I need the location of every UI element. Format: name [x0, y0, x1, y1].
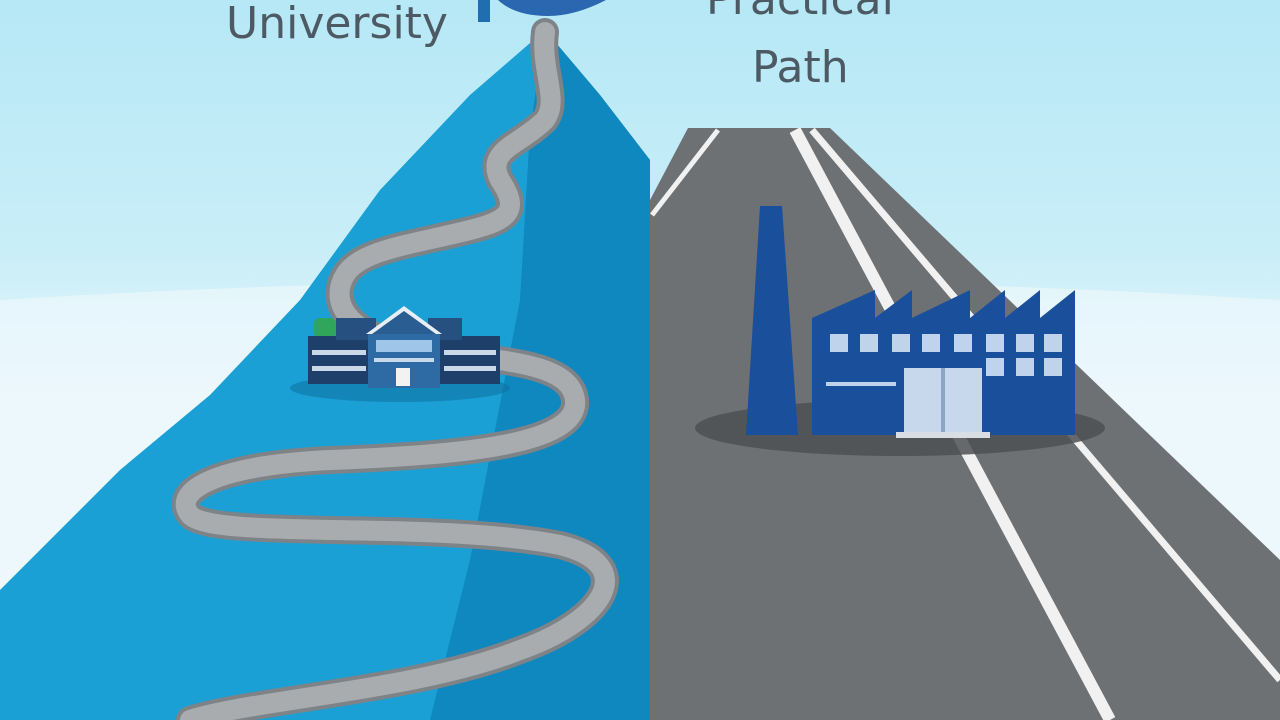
university-left-upper	[336, 318, 376, 340]
factory-step	[896, 432, 990, 438]
university-roof-inner	[372, 311, 436, 334]
university-sign	[376, 340, 432, 352]
university-right-wing	[440, 336, 500, 384]
university-title: University	[226, 0, 448, 49]
university-door	[396, 368, 410, 386]
graduation-cap-icon	[478, 0, 606, 22]
practical-path-title-line1: Practical	[706, 0, 894, 22]
factory-windows	[830, 334, 1062, 376]
green-tree	[314, 318, 336, 338]
factory	[695, 206, 1105, 456]
university-windows	[312, 350, 496, 371]
university-building	[290, 306, 510, 402]
factory-chimney	[746, 206, 798, 435]
factory-door-split	[941, 368, 945, 434]
university-left-wing	[308, 336, 370, 384]
practical-path-title-line2: Path	[752, 42, 849, 93]
factory-vents	[826, 382, 896, 386]
winding-road	[171, 18, 619, 720]
highway-left-edge-line	[650, 128, 720, 217]
factory-sawtooth-roof	[812, 290, 1075, 435]
winding-road-surface	[175, 22, 615, 720]
